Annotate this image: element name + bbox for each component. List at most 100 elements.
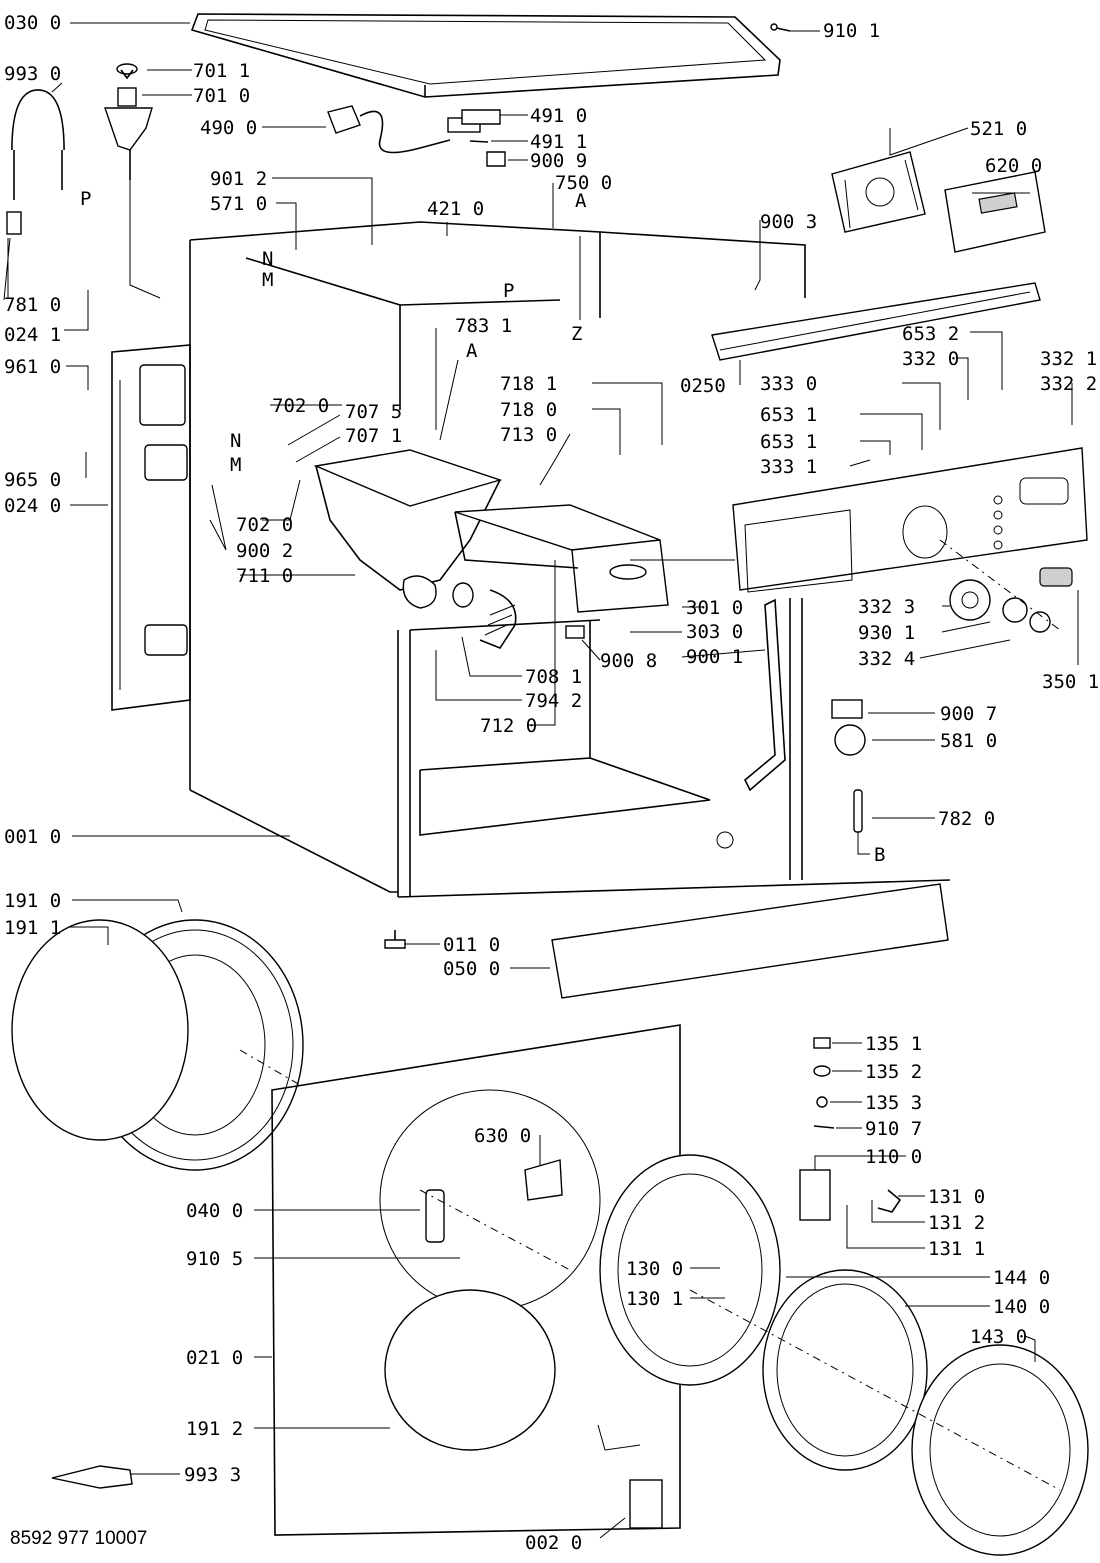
callout-581-0: 581 0 [940,730,997,752]
callout-332-4: 332 4 [858,648,915,670]
callout-131-2: 131 2 [928,1212,985,1234]
callout-040-0: 040 0 [186,1200,243,1222]
callout-718-1: 718 1 [500,373,557,395]
letter-n-mid: N [230,430,241,452]
callout-011-0: 011 0 [443,934,500,956]
letter-a-mid: A [466,340,478,362]
callout-900-1: 900 1 [686,646,743,668]
letter-p-left: P [80,188,91,210]
callout-143-0: 143 0 [970,1326,1027,1348]
callout-521-0: 521 0 [970,118,1027,140]
callout-140-0: 140 0 [993,1296,1050,1318]
callout-900-8: 900 8 [600,650,657,672]
callout-333-0: 333 0 [760,373,817,395]
callout-024-0: 024 0 [4,495,61,517]
callout-332-3: 332 3 [858,596,915,618]
door-handle [799,1169,902,1221]
callout-130-0: 130 0 [626,1258,683,1280]
service-tool [51,1465,133,1489]
callout-900-2: 900 2 [236,540,293,562]
callout-910-5: 910 5 [186,1248,243,1270]
heater-782 [853,789,863,833]
callout-901-2: 901 2 [210,168,267,190]
callout-910-7: 910 7 [865,1118,922,1140]
callout-030-0: 030 0 [4,12,61,34]
callout-191-1: 191 1 [4,917,61,939]
callout-653-2: 653 2 [902,323,959,345]
callout-0250: 0250 [680,375,726,397]
callout-713-0: 713 0 [500,424,557,446]
foot-011 [384,930,406,949]
callout-993-3: 993 3 [184,1464,241,1486]
screw-910-1 [770,23,791,32]
callout-707-5: 707 5 [345,401,402,423]
letter-z: Z [571,323,582,345]
hinge-040 [425,1189,445,1243]
electronic-board [944,171,1046,253]
callout-130-1: 130 1 [626,1288,683,1310]
letter-marks: A A N M N M P P Z B [80,188,885,866]
callout-135-3: 135 3 [865,1092,922,1114]
callout-781-0: 781 0 [4,294,61,316]
callout-301-0: 301 0 [686,597,743,619]
top-lid [190,13,781,98]
power-module [831,151,926,233]
bellows-794 [452,582,517,649]
callout-333-1: 333 1 [760,456,817,478]
leader-lines [7,22,1079,1539]
program-knob [949,567,1073,633]
callout-718-0: 718 0 [500,399,557,421]
callout-750-0: 750 0 [555,172,612,194]
letter-m-top: M [262,269,273,291]
callout-965-0: 965 0 [4,469,61,491]
hose-guide-701-0 [104,87,161,299]
callout-144-0: 144 0 [993,1267,1050,1289]
callout-labels: 030 0 910 1 993 0 701 1 701 0 490 0 491 … [4,12,1099,1554]
letter-m-mid: M [230,454,241,476]
side-panel [111,344,191,711]
callout-910-1: 910 1 [823,20,880,42]
callout-702-0-top: 702 0 [272,395,329,417]
letter-p-mid: P [503,280,514,302]
door-seal [11,919,304,1171]
center-axes [239,539,1061,1491]
callout-131-1: 131 1 [928,1238,985,1260]
callout-571-0: 571 0 [210,193,267,215]
filter-491 [447,109,506,167]
callout-900-3: 900 3 [760,211,817,233]
door-lock [524,1159,563,1201]
callout-930-1: 930 1 [858,622,915,644]
letter-b: B [874,844,885,866]
letter-a-top: A [575,190,587,212]
callout-701-1: 701 1 [193,60,250,82]
callout-191-0: 191 0 [4,890,61,912]
callout-135-2: 135 2 [865,1061,922,1083]
letter-n-top: N [262,248,273,270]
bracket-900-8 [565,625,585,639]
callout-620-0: 620 0 [985,155,1042,177]
door-glass [762,1269,928,1471]
callout-993-0: 993 0 [4,63,61,85]
door-frame [599,1154,781,1386]
callout-708-1: 708 1 [525,666,582,688]
callout-653-1-a: 653 1 [760,404,817,426]
small-screws [813,1037,835,1129]
callout-783-1: 783 1 [455,315,512,337]
callout-961-0: 961 0 [4,356,61,378]
callout-001-0: 001 0 [4,826,61,848]
callout-702-0-bottom: 702 0 [236,514,293,536]
door-outer-ring [911,1344,1089,1556]
callout-021-0: 021 0 [186,1347,243,1369]
drawer-301 [454,504,669,613]
callout-024-1: 024 1 [4,324,61,346]
callout-701-0: 701 0 [193,85,250,107]
callout-900-7: 900 7 [940,703,997,725]
drain-hose [3,89,65,301]
callout-711-0: 711 0 [236,565,293,587]
callout-491-0: 491 0 [530,105,587,127]
front-panel [271,1024,681,1536]
mains-cable [327,105,451,154]
callout-421-0: 421 0 [427,198,484,220]
